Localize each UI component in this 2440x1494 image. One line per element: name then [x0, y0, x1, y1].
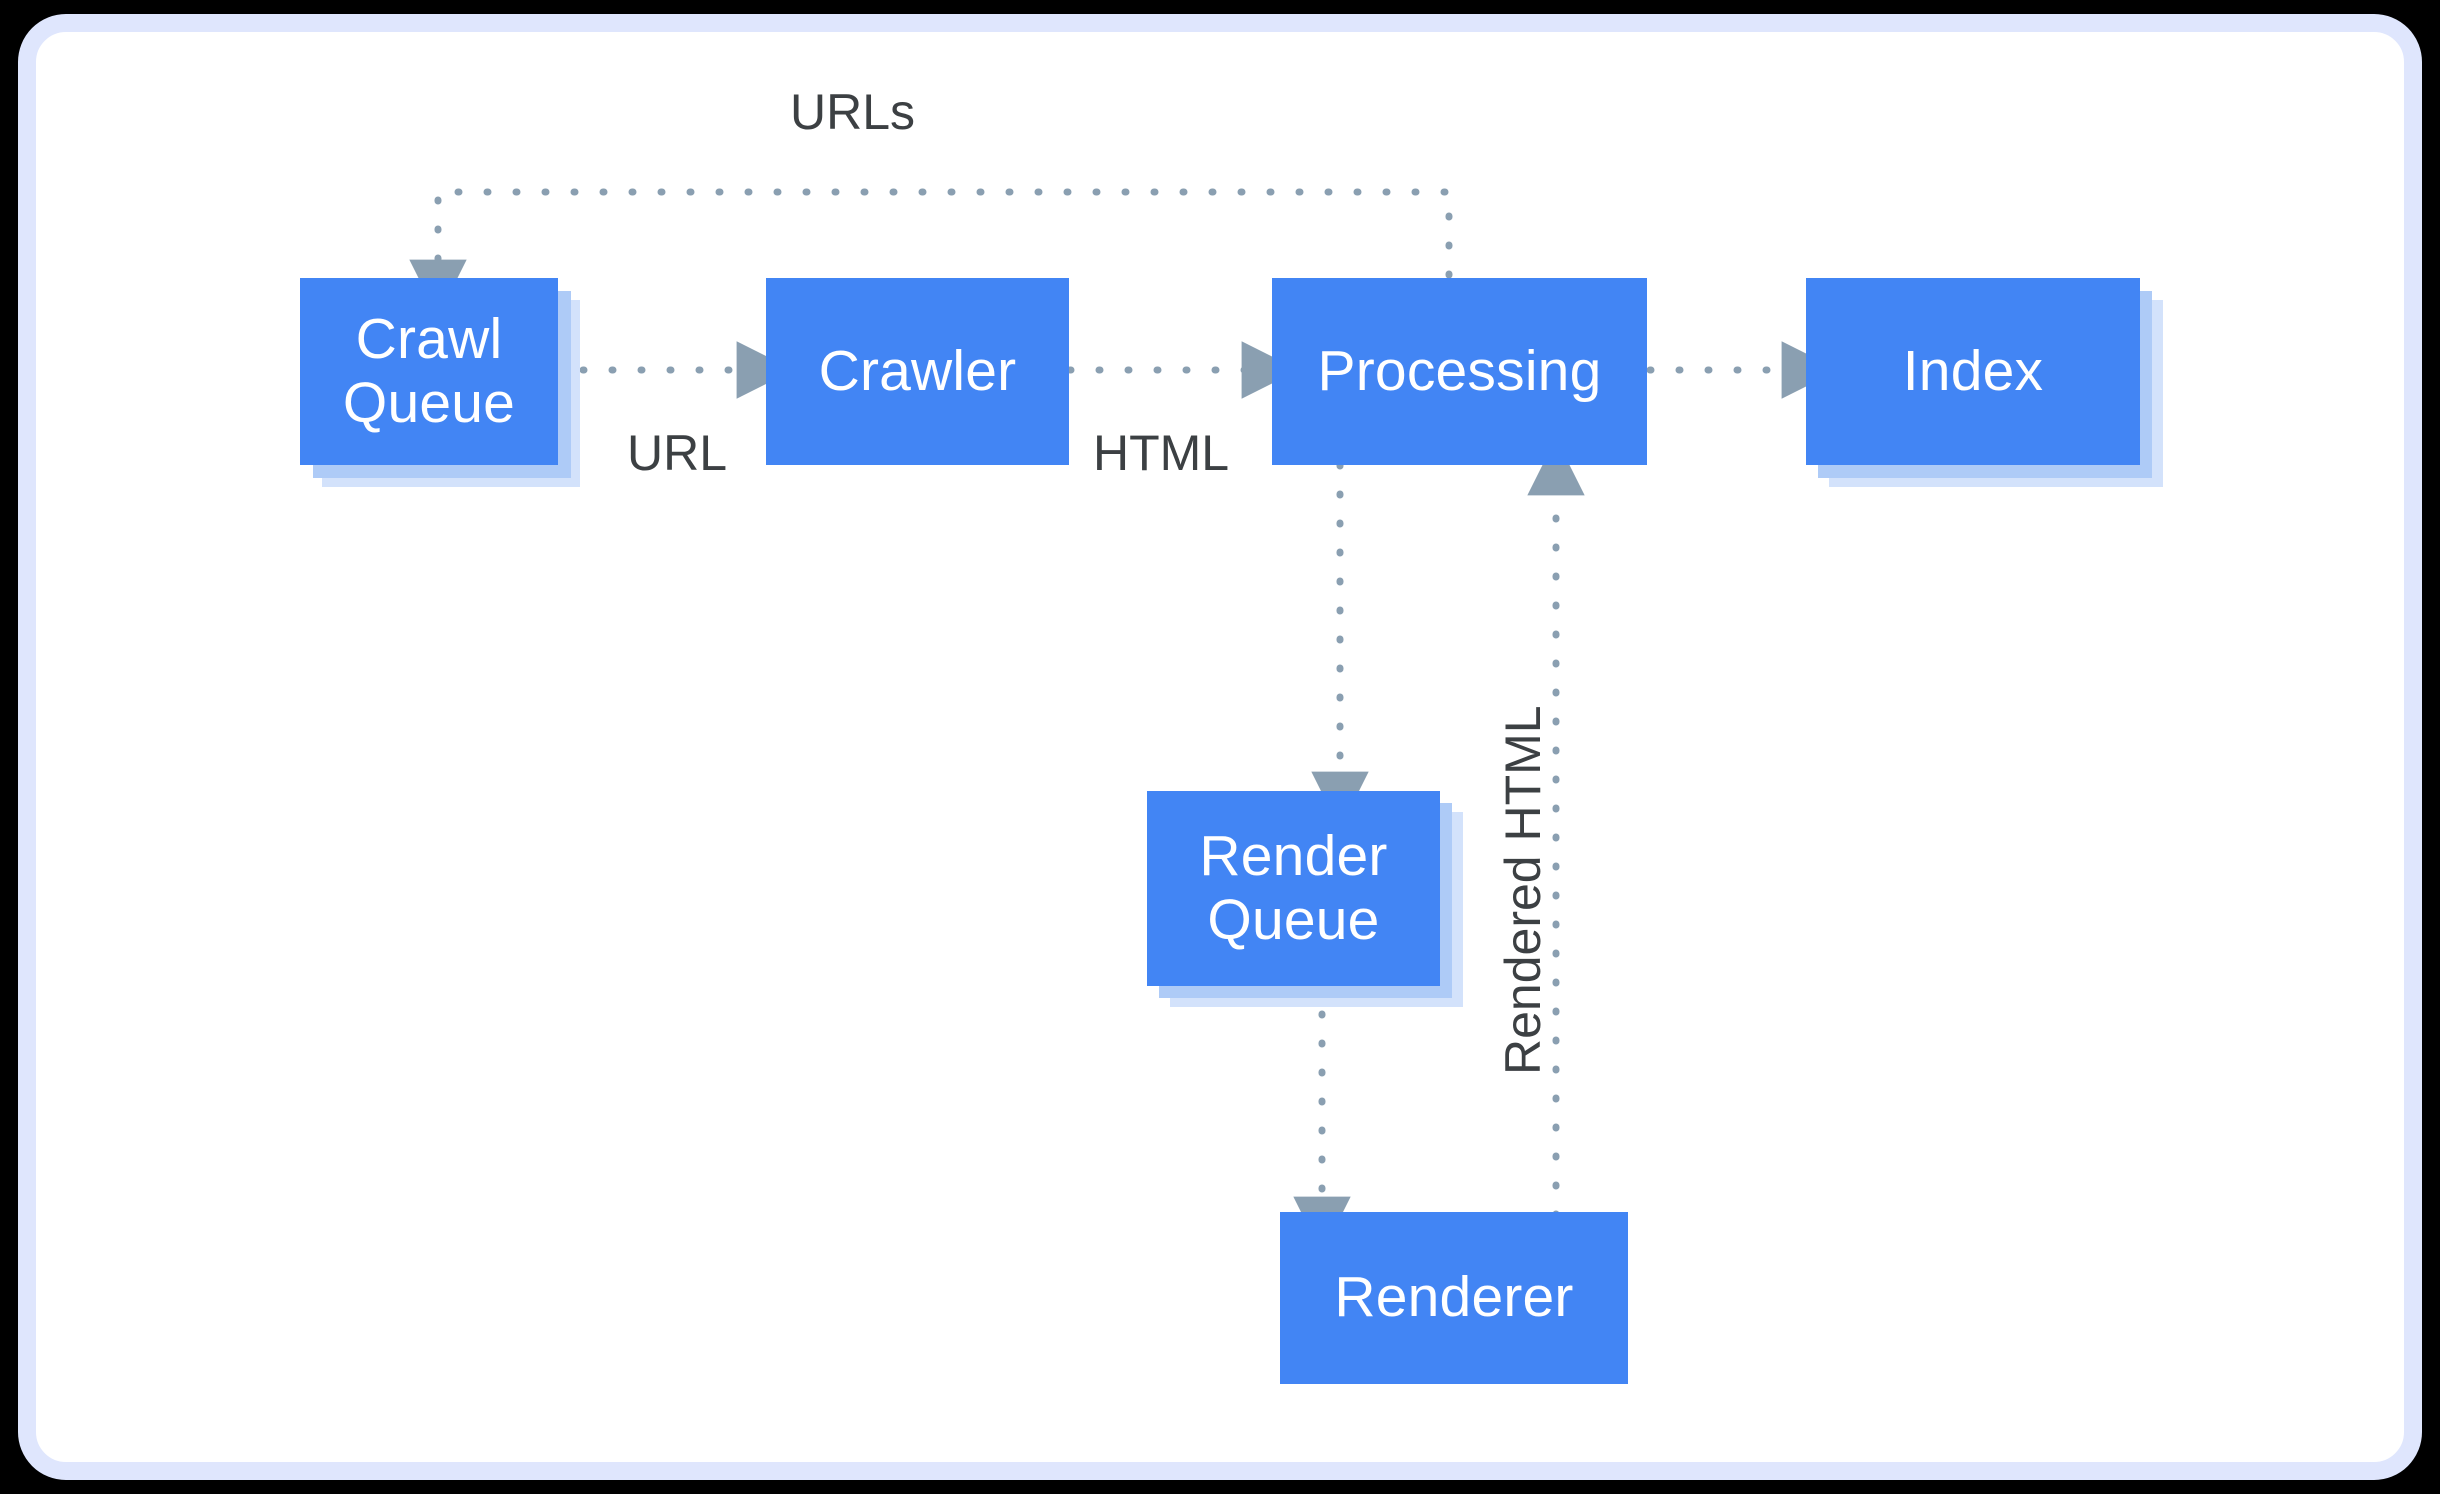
edge-processing-to-crawlqueue — [409, 188, 1453, 317]
node-crawler-label: Crawler — [818, 338, 1017, 403]
node-render-queue[interactable]: Render Queue — [1147, 791, 1440, 986]
node-processing[interactable]: Processing — [1272, 278, 1647, 465]
node-index[interactable]: Index — [1806, 278, 2140, 465]
edge-label-urls: URLs — [790, 84, 916, 140]
edge-label-rendered-html: Rendered HTML — [1495, 705, 1551, 1075]
edge-label-url: URL — [627, 425, 728, 481]
node-crawl-queue[interactable]: Crawl Queue — [300, 278, 558, 465]
node-index-label: Index — [1902, 338, 2044, 403]
node-renderer-label: Renderer — [1334, 1265, 1574, 1330]
node-crawler[interactable]: Crawler — [766, 278, 1069, 465]
diagram-card — [18, 14, 2422, 1480]
node-processing-label: Processing — [1317, 338, 1602, 403]
node-render-queue-label: Render Queue — [1199, 823, 1388, 952]
node-crawl-queue-label: Crawl Queue — [342, 306, 516, 435]
edge-label-html: HTML — [1093, 425, 1230, 481]
node-renderer[interactable]: Renderer — [1280, 1212, 1628, 1384]
